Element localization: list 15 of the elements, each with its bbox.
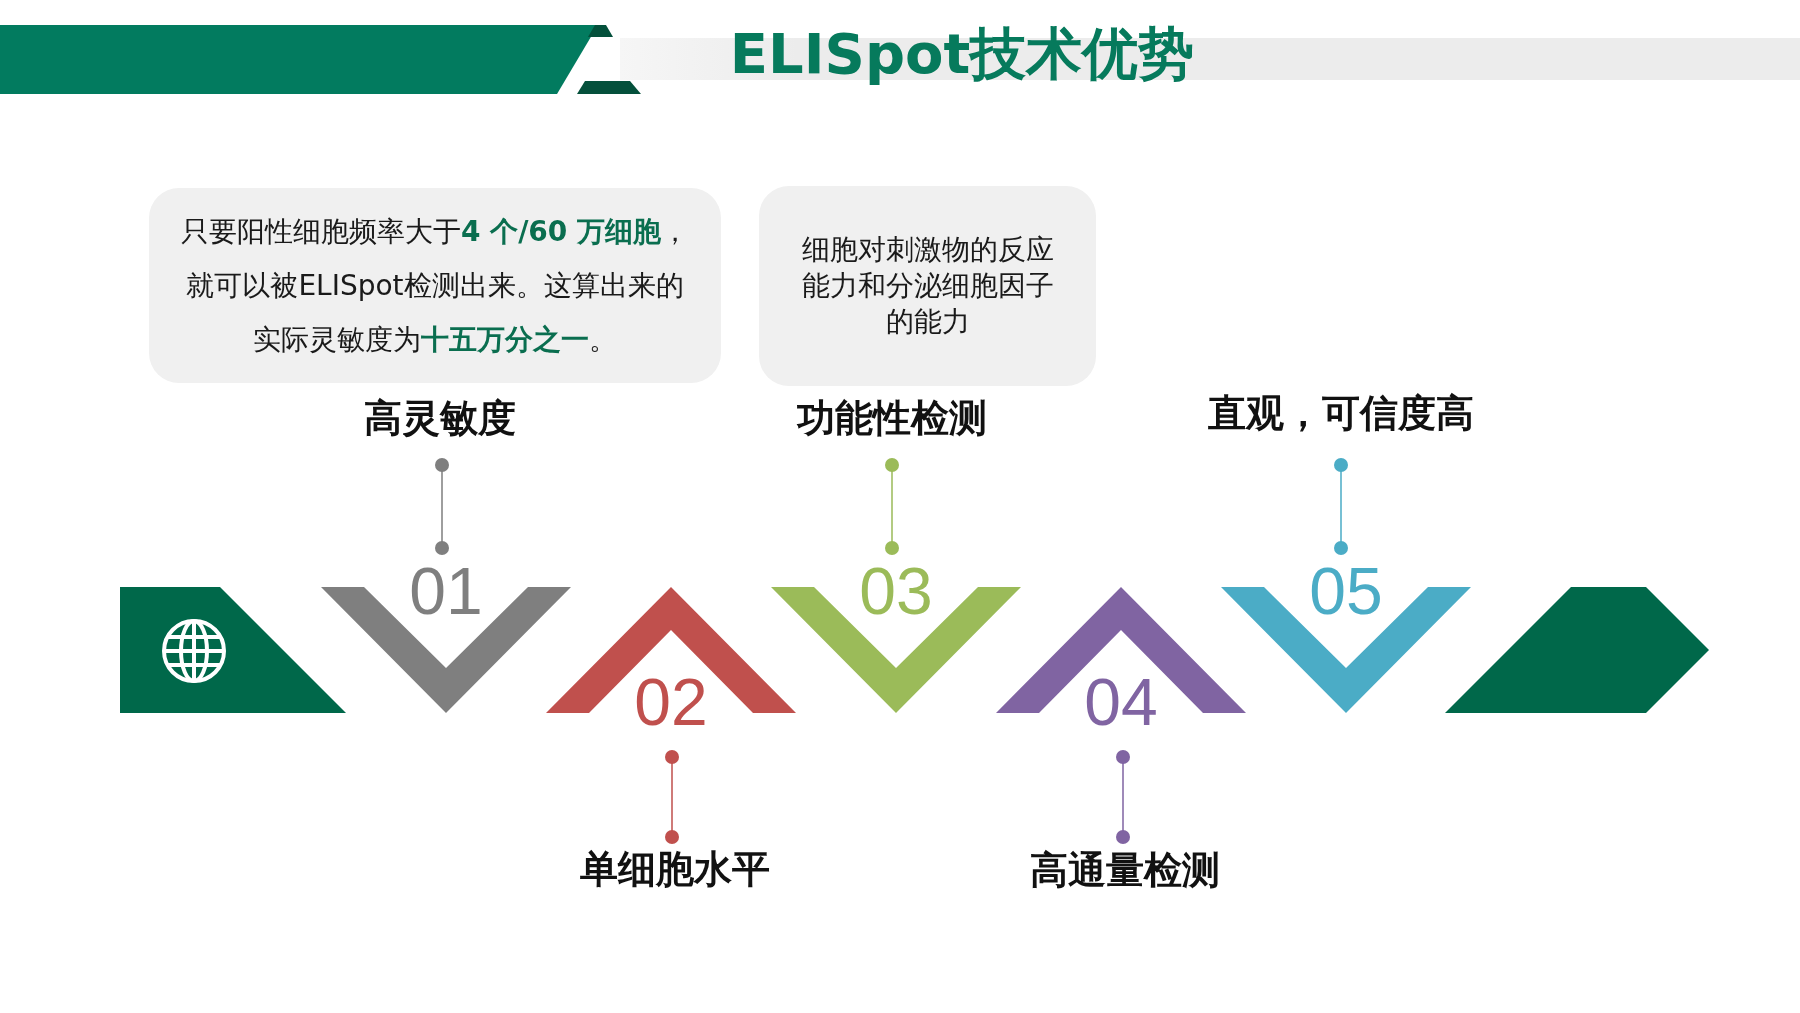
step-number: 05 <box>1309 558 1383 624</box>
heading: 高灵敏度 <box>364 395 516 441</box>
heading: 高通量检测 <box>1030 847 1220 893</box>
text-box: 细胞对刺激物的反应能力和分泌细胞因子的能力 <box>759 186 1096 386</box>
step-number: 03 <box>859 558 933 624</box>
text-box: 只要阳性细胞频率大于4 个/60 万细胞，就可以被ELISpot检测出来。这算出来的实际灵敏度为十五万分之一。 <box>149 188 721 383</box>
step-number: 01 <box>409 558 483 624</box>
heading: 单细胞水平 <box>580 846 770 892</box>
step-number: 02 <box>634 669 708 735</box>
end-block <box>1445 587 1709 713</box>
heading: 直观，可信度高 <box>1208 390 1474 436</box>
step-number: 04 <box>1084 669 1158 735</box>
start-block <box>120 587 346 713</box>
heading: 功能性检测 <box>797 395 987 441</box>
title: ELISpot技术优势 <box>729 22 1195 86</box>
